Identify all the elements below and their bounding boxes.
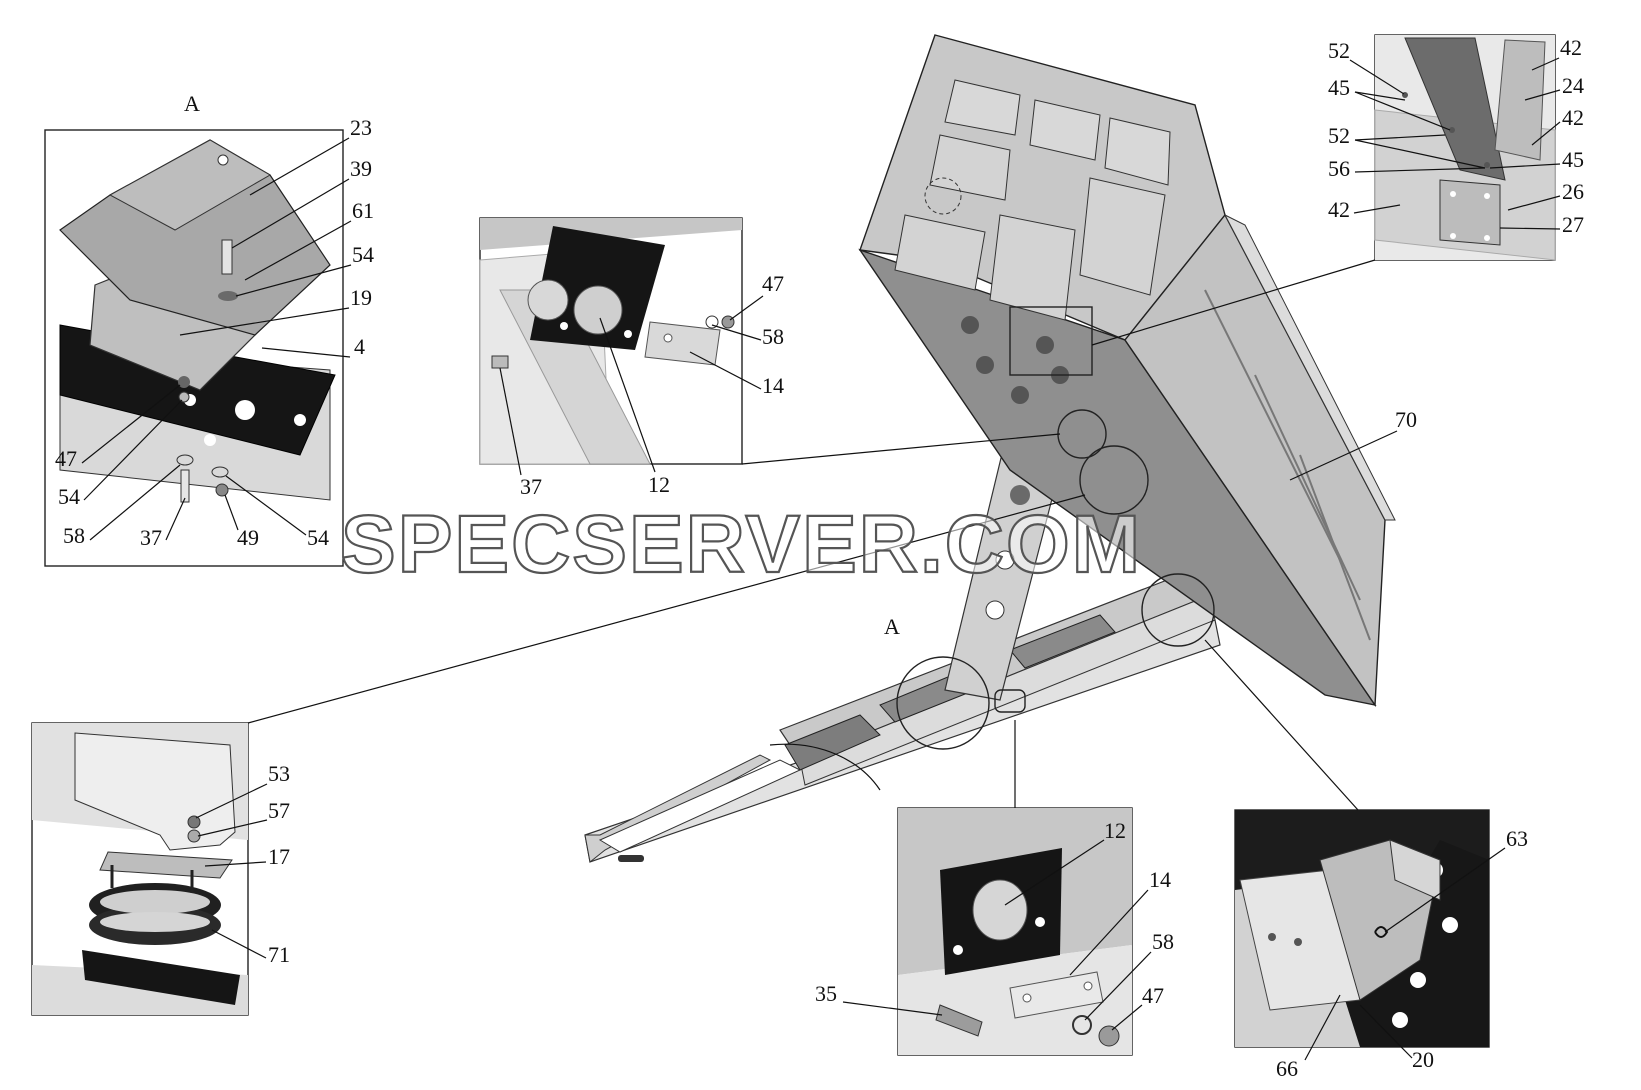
- callout-47-e: 47: [1142, 983, 1164, 1008]
- watermark: SPECSERVER.COM: [341, 499, 1142, 590]
- detail-e: [897, 807, 1133, 1056]
- callout-47-b: 47: [762, 271, 784, 296]
- callout-71: 71: [268, 942, 290, 967]
- callout-12-e: 12: [1104, 818, 1126, 843]
- detail-a-frame: [44, 129, 344, 567]
- callout-54-c: 54: [307, 525, 329, 550]
- detail-f: [1234, 809, 1490, 1048]
- view-letter-main: A: [884, 614, 900, 639]
- callout-37-a: 37: [140, 525, 162, 550]
- detail-a-callouts: 23 39 61 54 19 4 47 54 58 37 49 54: [55, 115, 374, 550]
- callout-58-e: 58: [1152, 929, 1174, 954]
- callout-70: 70: [1395, 407, 1417, 432]
- callout-66: 66: [1276, 1056, 1298, 1081]
- callout-42-c: 42: [1562, 105, 1584, 130]
- callout-54-b: 54: [58, 484, 80, 509]
- callout-24: 24: [1562, 73, 1584, 98]
- callout-42-a: 42: [1560, 35, 1582, 60]
- callout-45-b: 45: [1562, 147, 1584, 172]
- detail-a: A: [44, 91, 344, 567]
- callout-45-a: 45: [1328, 75, 1350, 100]
- detail-d: [31, 722, 249, 1016]
- detail-b: [479, 217, 743, 465]
- callout-14-b: 14: [762, 373, 784, 398]
- callout-52-b: 52: [1328, 123, 1350, 148]
- callout-58-b: 58: [762, 324, 784, 349]
- callout-35: 35: [815, 981, 837, 1006]
- callout-61: 61: [352, 198, 374, 223]
- callout-20: 20: [1412, 1047, 1434, 1072]
- callout-26: 26: [1562, 179, 1584, 204]
- detail-e-callouts: 12 14 58 47 35: [815, 818, 1174, 1031]
- detail-connectors: [247, 259, 1376, 811]
- callout-49: 49: [237, 525, 259, 550]
- callout-39: 39: [350, 156, 372, 181]
- detail-f-callouts: 63 66 20: [1276, 826, 1528, 1081]
- callout-56: 56: [1328, 156, 1350, 181]
- detail-c-callouts: 52 45 52 56 42 42 24 42 45 26 27: [1328, 35, 1584, 237]
- callout-37-b: 37: [520, 474, 542, 499]
- callout-47-a: 47: [55, 446, 77, 471]
- callout-14-e: 14: [1149, 867, 1171, 892]
- callout-19: 19: [350, 285, 372, 310]
- callout-63: 63: [1506, 826, 1528, 851]
- main-assembly: 70 A: [584, 34, 1417, 863]
- callout-12-b: 12: [648, 472, 670, 497]
- detail-c: [1374, 34, 1556, 261]
- detail-d-callouts: 53 57 17 71: [195, 761, 290, 967]
- detail-b-callouts: 47 58 14 37 12: [499, 271, 784, 499]
- callout-57: 57: [268, 798, 290, 823]
- callout-27: 27: [1562, 212, 1584, 237]
- callout-54-a: 54: [352, 242, 374, 267]
- view-letter-detail: A: [184, 91, 200, 116]
- callout-52-a: 52: [1328, 38, 1350, 63]
- callout-17: 17: [268, 844, 290, 869]
- callout-4: 4: [354, 334, 365, 359]
- detail-markers: [896, 306, 1215, 750]
- callout-53: 53: [268, 761, 290, 786]
- dump-body: [858, 34, 1396, 708]
- callout-23: 23: [350, 115, 372, 140]
- callout-42-b: 42: [1328, 197, 1350, 222]
- callout-58-a: 58: [63, 523, 85, 548]
